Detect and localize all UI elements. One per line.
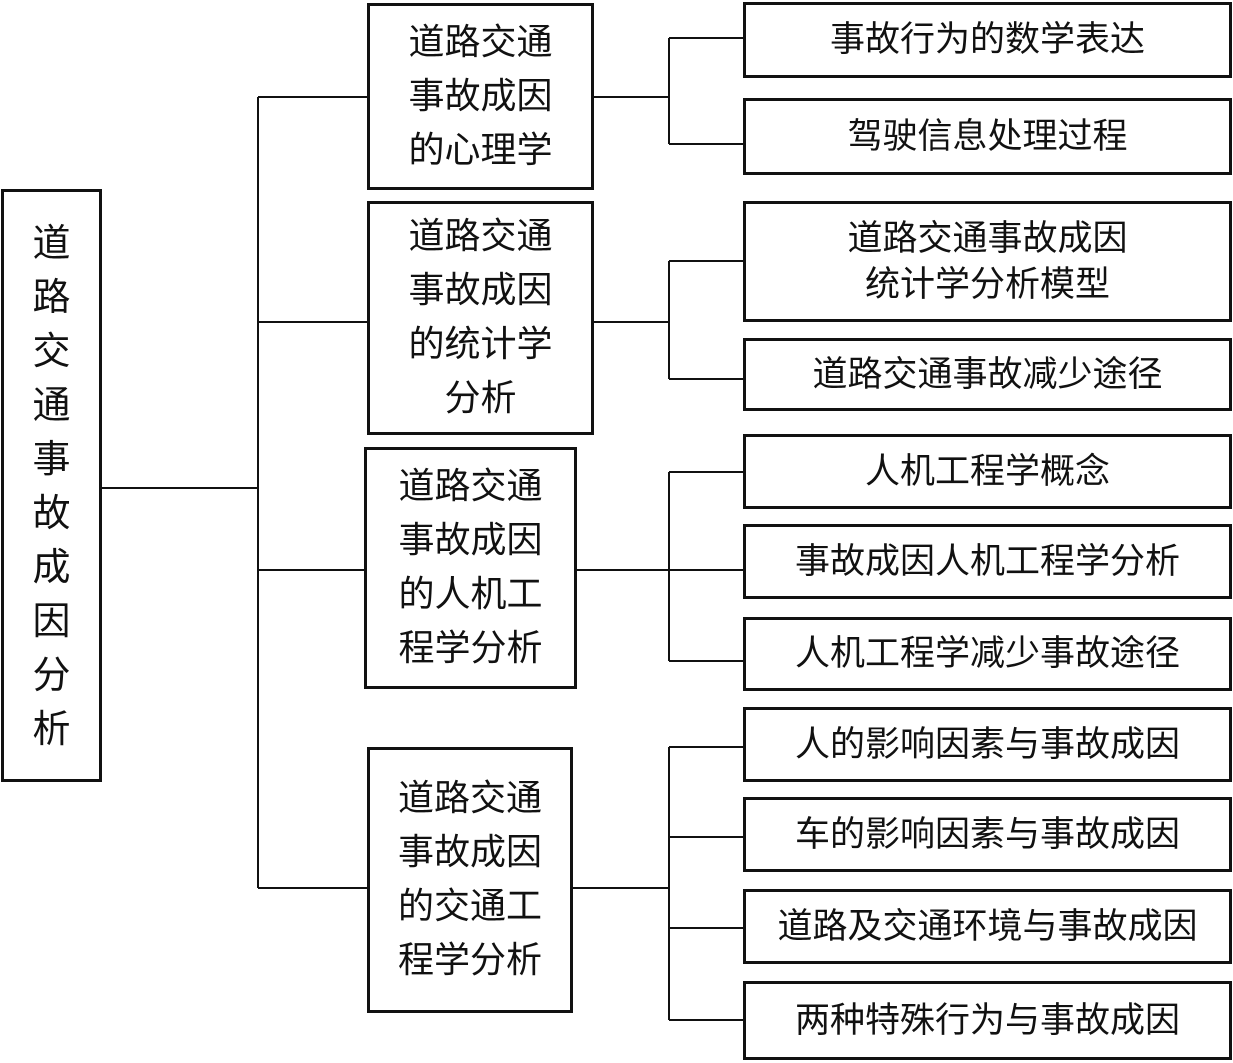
leaf-node-text: 道路交通事故减少途径: [812, 352, 1162, 398]
leaf-node-text: 道路及交通环境与事故成因: [777, 904, 1197, 950]
branch-node-text: 道路交通 事故成因 的交通工 程学分析: [390, 772, 550, 988]
root-char: 分: [32, 652, 71, 697]
leaf-node-ergonomics-concept: 人机工程学概念: [743, 434, 1232, 509]
leaf-line: 人的影响因素与事故成因: [794, 724, 1180, 765]
branch-line: 分析: [444, 378, 517, 419]
branch-line: 道路交通: [408, 21, 553, 63]
leaf-line: 车的影响因素与事故成因: [794, 814, 1180, 855]
branch-line: 的心理学: [408, 129, 553, 171]
leaf-line: 事故行为的数学表达: [829, 20, 1145, 60]
branch-node-ergonomics: 道路交通 事故成因 的人机工 程学分析: [364, 447, 577, 689]
branch-line: 道路交通: [397, 778, 542, 819]
leaf-node-text: 事故行为的数学表达: [830, 17, 1145, 63]
branch-line: 程学分析: [397, 940, 542, 981]
root-char: 交: [32, 328, 71, 373]
root-char: 道: [32, 220, 71, 265]
leaf-line: 统计学分析模型: [864, 264, 1110, 305]
branch-line: 事故成因: [408, 270, 553, 311]
leaf-node-driver-information: 驾驶信息处理过程: [743, 98, 1232, 175]
root-node: 道 路 交 通 事 故 成 因 分 析: [1, 189, 102, 782]
leaf-node-text: 车的影响因素与事故成因: [795, 812, 1180, 858]
branch-node-text: 道路交通 事故成因 的心理学: [401, 16, 561, 178]
branch-line: 的统计学: [408, 324, 553, 365]
leaf-node-text: 驾驶信息处理过程: [847, 114, 1127, 160]
leaf-node-text: 道路交通事故成因 统计学分析模型: [847, 216, 1127, 308]
root-char: 成: [32, 544, 71, 589]
branch-node-statistics: 道路交通 事故成因 的统计学 分析: [367, 201, 594, 435]
leaf-node-text: 人机工程学概念: [865, 449, 1110, 495]
branch-line: 道路交通: [408, 216, 553, 257]
leaf-node-road-environment: 道路及交通环境与事故成因: [743, 889, 1232, 964]
leaf-line: 事故成因人机工程学分析: [794, 541, 1180, 582]
leaf-node-text: 事故成因人机工程学分析: [795, 539, 1180, 585]
leaf-node-statistical-model: 道路交通事故成因 统计学分析模型: [743, 201, 1232, 322]
branch-line: 的人机工: [398, 574, 543, 615]
leaf-node-accident-reduction: 道路交通事故减少途径: [743, 338, 1232, 411]
branch-node-text: 道路交通 事故成因 的统计学 分析: [401, 210, 561, 426]
leaf-node-human-factors: 人的影响因素与事故成因: [743, 707, 1232, 782]
root-node-text: 道 路 交 通 事 故 成 因 分 析: [32, 216, 72, 756]
branch-node-psychology: 道路交通 事故成因 的心理学: [367, 3, 594, 190]
leaf-node-math-expression: 事故行为的数学表达: [743, 2, 1232, 78]
leaf-line: 驾驶信息处理过程: [847, 116, 1128, 157]
branch-line: 的交通工: [397, 886, 542, 927]
leaf-line: 人机工程学减少事故途径: [794, 634, 1180, 674]
branch-node-text: 道路交通 事故成因 的人机工 程学分析: [391, 460, 551, 676]
root-char: 事: [32, 436, 71, 481]
leaf-line: 道路及交通环境与事故成因: [777, 906, 1198, 947]
leaf-line: 人机工程学概念: [864, 451, 1110, 492]
leaf-node-text: 两种特殊行为与事故成因: [795, 998, 1180, 1044]
leaf-node-ergonomics-reduction: 人机工程学减少事故途径: [743, 617, 1232, 691]
branch-line: 事故成因: [397, 832, 542, 873]
leaf-node-vehicle-factors: 车的影响因素与事故成因: [743, 797, 1232, 872]
branch-line: 事故成因: [408, 75, 553, 117]
branch-line: 程学分析: [398, 628, 543, 669]
root-char: 故: [32, 490, 71, 535]
leaf-node-special-behaviors: 两种特殊行为与事故成因: [743, 981, 1232, 1060]
root-char: 路: [32, 274, 71, 319]
branch-line: 道路交通: [398, 466, 543, 507]
leaf-line: 道路交通事故成因: [847, 218, 1128, 259]
leaf-line: 道路交通事故减少途径: [812, 354, 1163, 395]
leaf-line: 两种特殊行为与事故成因: [794, 1000, 1180, 1041]
root-char: 通: [32, 382, 71, 427]
branch-node-traffic-engineering: 道路交通 事故成因 的交通工 程学分析: [367, 747, 573, 1013]
leaf-node-text: 人机工程学减少事故途径: [795, 631, 1180, 677]
root-char: 析: [32, 706, 71, 751]
branch-line: 事故成因: [398, 520, 543, 561]
root-char: 因: [32, 598, 71, 643]
leaf-node-text: 人的影响因素与事故成因: [795, 722, 1180, 768]
leaf-node-ergonomics-analysis: 事故成因人机工程学分析: [743, 524, 1232, 599]
